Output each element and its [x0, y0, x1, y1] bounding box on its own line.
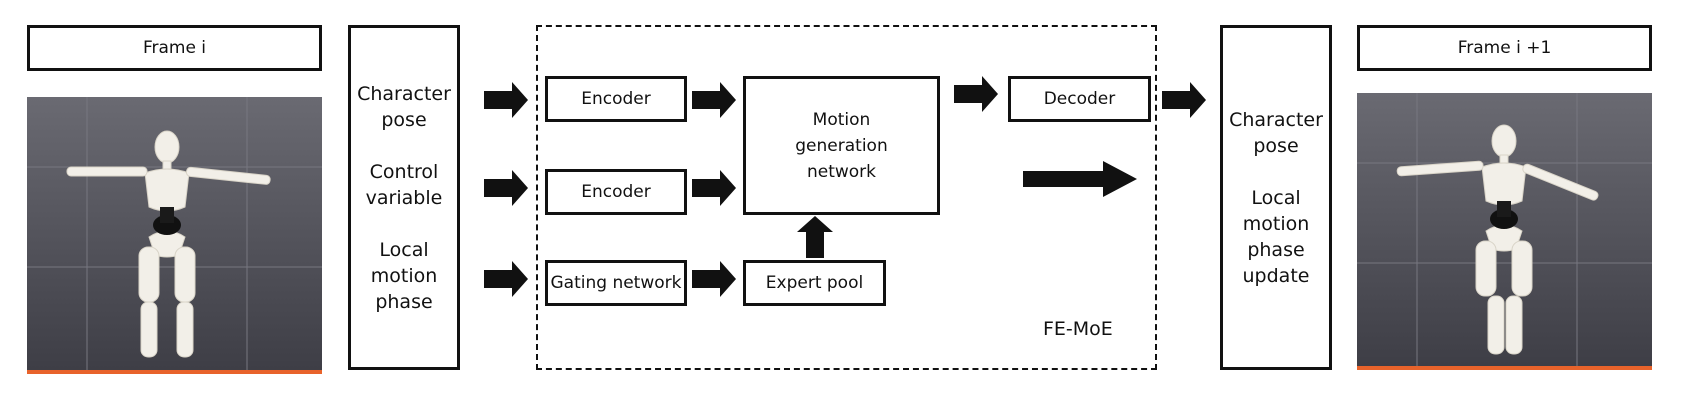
input-line: Character [357, 82, 451, 105]
output-line: phase [1247, 238, 1305, 261]
input-features-box: Character pose Control variable Local mo… [348, 25, 460, 370]
input-line: Local [379, 238, 429, 261]
output-line: update [1242, 264, 1310, 287]
gating-network-box: Gating network [545, 260, 687, 306]
arrow-gating-to-expert-pool [692, 261, 736, 297]
expert-pool-label: Expert pool [765, 273, 864, 293]
output-features-box: Character pose Local motion phase update [1220, 25, 1332, 370]
arrow-encoder-2-to-motion [692, 170, 736, 206]
output-line: Character [1229, 108, 1323, 131]
character-image-frame-i [27, 97, 322, 374]
encoder-2-label: Encoder [581, 182, 651, 202]
motion-generation-network-box: Motion generation network [743, 76, 940, 215]
arrow-to-gating [484, 261, 528, 297]
encoder-box-2: Encoder [545, 169, 687, 215]
input-line: motion [370, 264, 438, 287]
input-line: variable [365, 186, 443, 209]
arrow-decoder-to-outputs [1162, 82, 1206, 118]
expert-pool-box: Expert pool [743, 260, 886, 306]
input-line: pose [381, 108, 427, 131]
arrow-to-encoder-1 [484, 82, 528, 118]
gating-network-label: Gating network [550, 273, 682, 293]
decoder-box: Decoder [1008, 76, 1151, 122]
encoder-box-1: Encoder [545, 76, 687, 122]
frame-i-plus-1-title: Frame i +1 [1357, 25, 1652, 71]
frame-i-title-text: Frame i [142, 38, 207, 58]
arrow-expert-pool-to-motion [797, 216, 833, 258]
arrow-to-encoder-2 [484, 170, 528, 206]
frame-i-plus-1-title-text: Frame i +1 [1457, 38, 1552, 58]
arrow-phase-update [1023, 161, 1137, 197]
encoder-1-label: Encoder [581, 89, 651, 109]
output-line: motion [1242, 212, 1310, 235]
output-line: Local [1251, 186, 1301, 209]
frame-i-title: Frame i [27, 25, 322, 71]
output-line: pose [1253, 134, 1299, 157]
arrow-motion-to-decoder [954, 76, 998, 112]
fe-moe-container [536, 25, 1157, 370]
input-line: Control [369, 160, 439, 183]
decoder-label: Decoder [1043, 89, 1116, 109]
arrow-encoder-1-to-motion [692, 82, 736, 118]
input-line: phase [375, 290, 433, 313]
fe-moe-label: FE-MoE [1043, 318, 1113, 340]
motion-generation-network-label: Motion generation network [795, 109, 888, 182]
character-image-frame-i-plus-1 [1357, 93, 1652, 370]
